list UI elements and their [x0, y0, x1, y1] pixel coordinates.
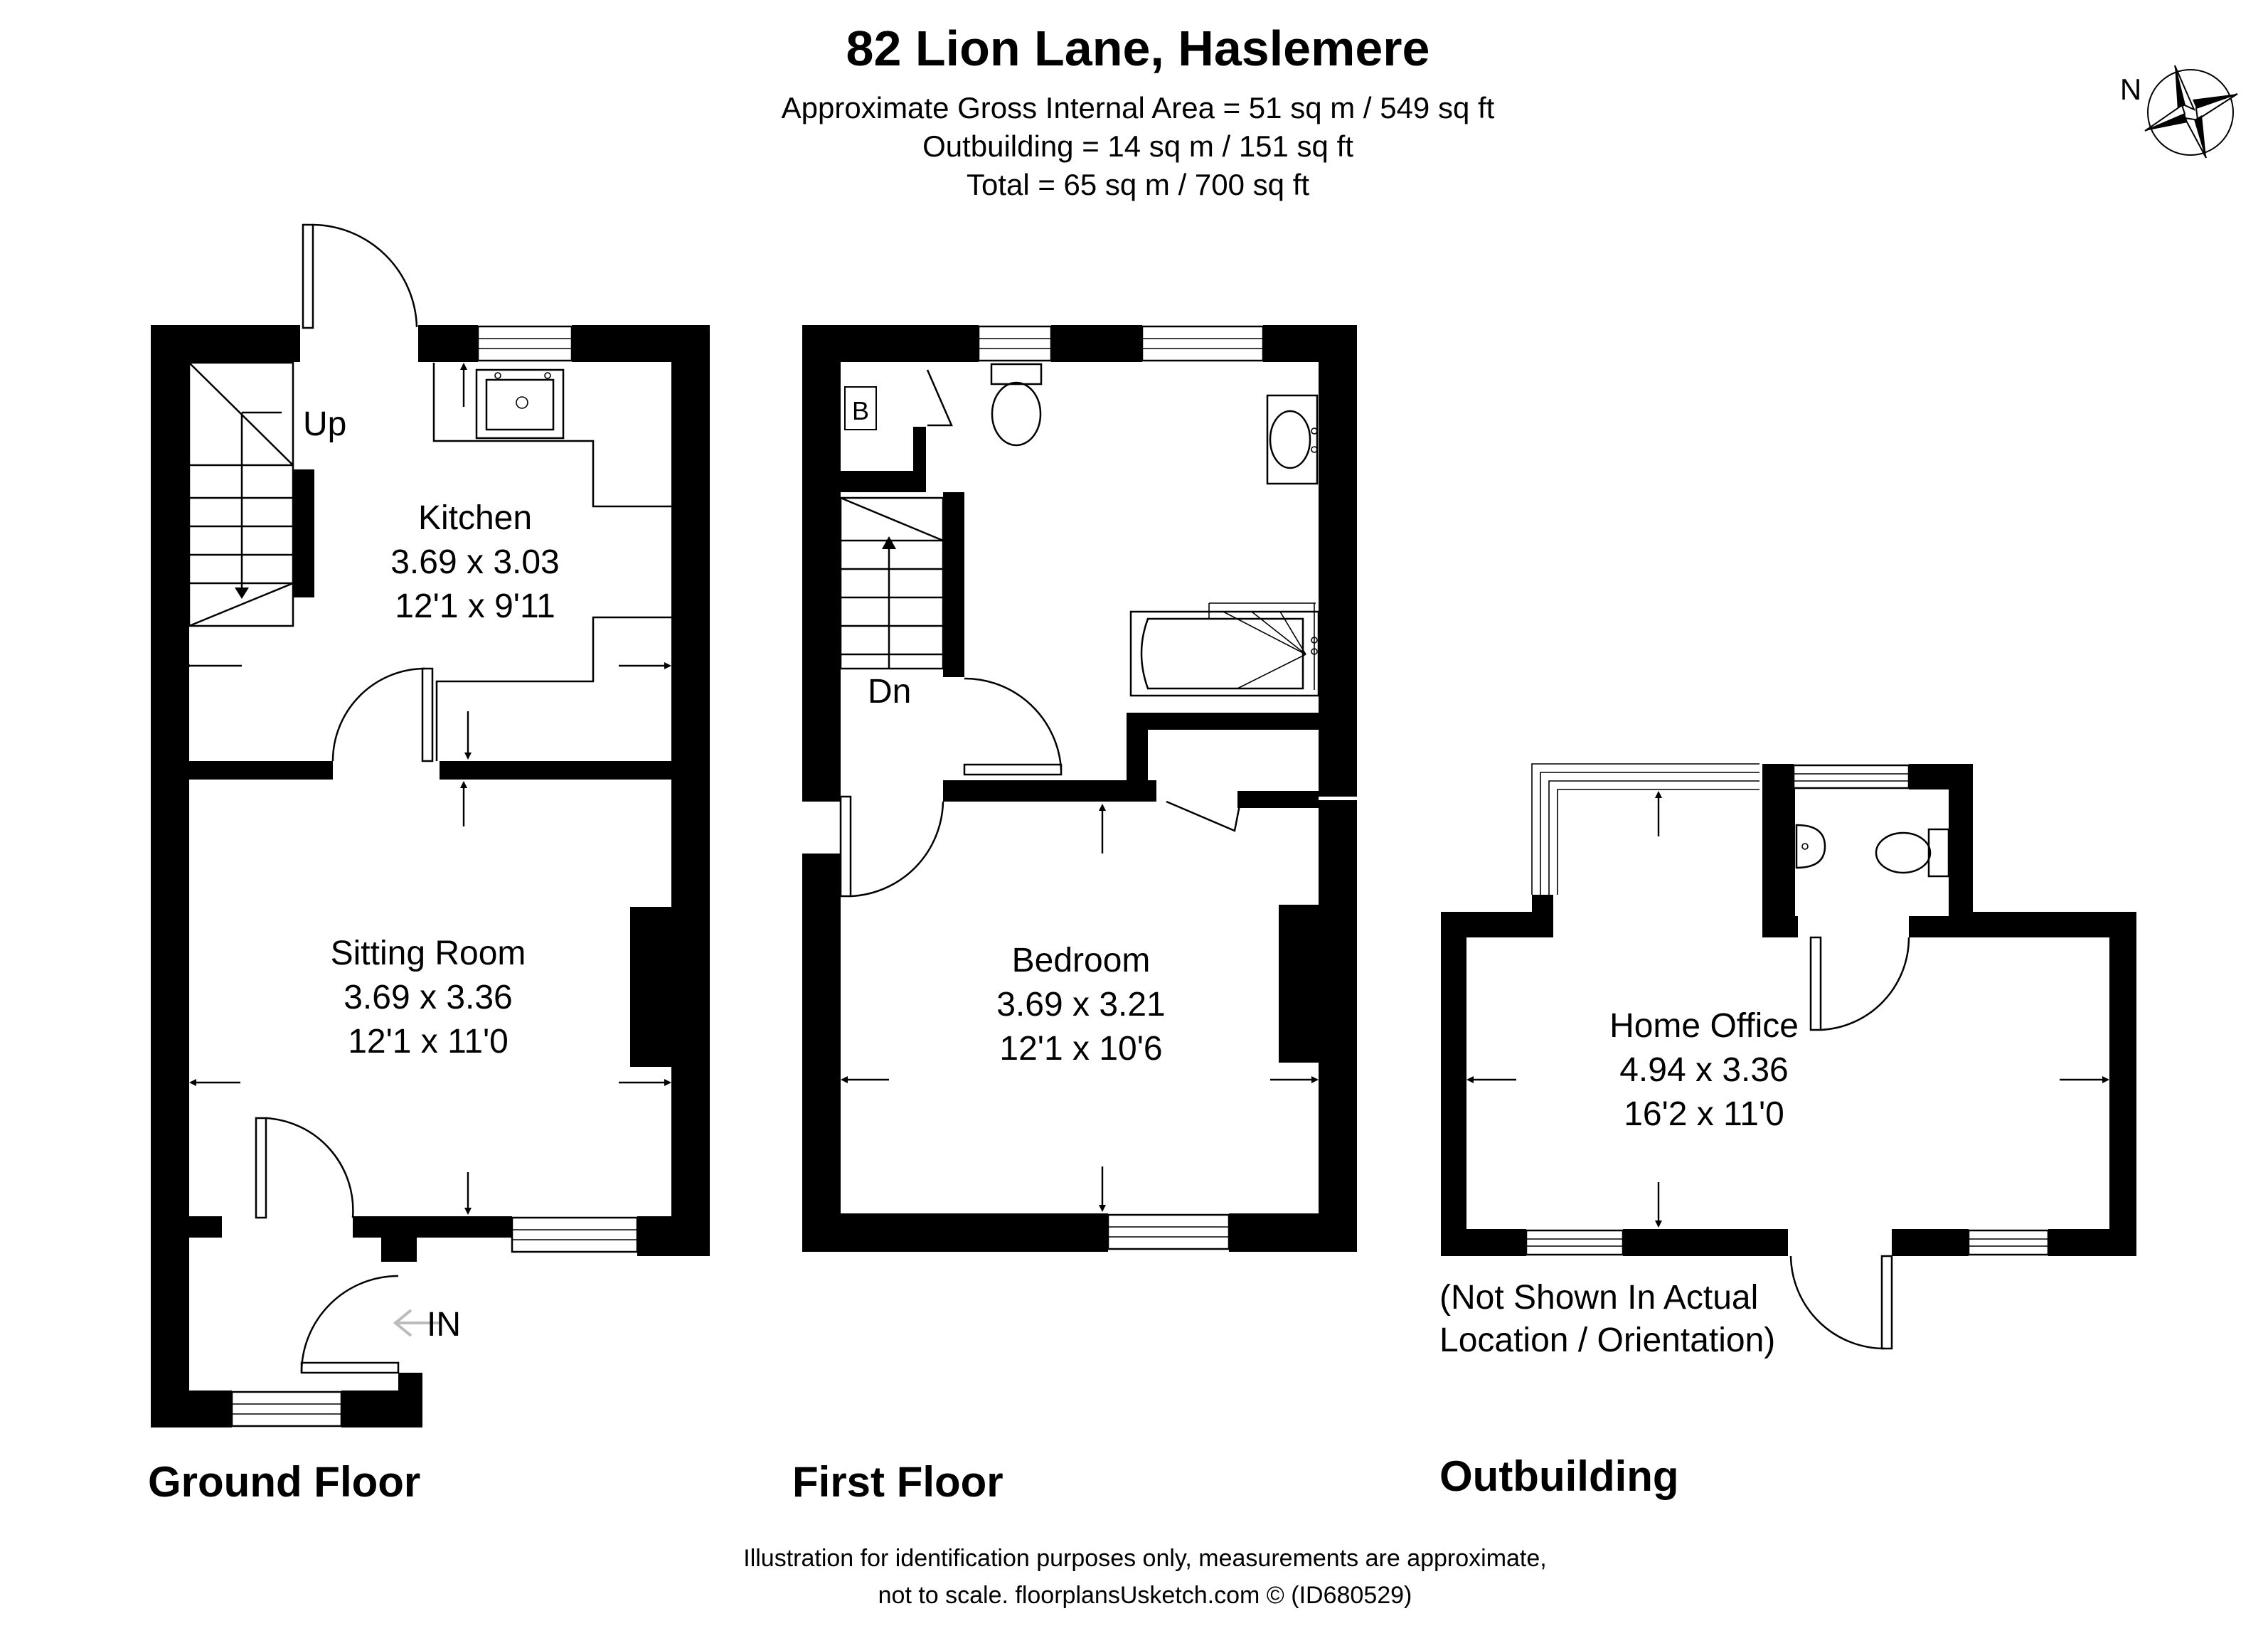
compass-rose-icon [2144, 65, 2238, 159]
stairs-down-label: Dn [868, 673, 911, 711]
sitting-room-imperial: 12'1 x 11'0 [348, 1023, 509, 1060]
disclaimer-line2: not to scale. floorplansUsketch.com © (I… [878, 1582, 1412, 1609]
ground-floor-plan [151, 223, 710, 1427]
first-floor-plan [802, 325, 1357, 1252]
kitchen-metric: 3.69 x 3.03 [390, 543, 560, 581]
first-floor-label: First Floor [792, 1458, 1003, 1506]
bedroom-metric: 3.69 x 3.21 [996, 986, 1166, 1023]
north-label: N [2120, 73, 2141, 106]
home-office-imperial: 16'2 x 11'0 [1624, 1095, 1784, 1133]
home-office-metric: 4.94 x 3.36 [1619, 1051, 1789, 1089]
kitchen-imperial: 12'1 x 9'11 [395, 587, 555, 625]
bedroom-name: Bedroom [1012, 942, 1151, 979]
home-office-name: Home Office [1609, 1007, 1799, 1045]
total-area-text: Total = 65 sq m / 700 sq ft [967, 168, 1309, 201]
outbuilding-label: Outbuilding [1439, 1452, 1679, 1500]
outbuilding-plan [1441, 763, 2136, 1350]
ground-floor-label: Ground Floor [148, 1458, 420, 1506]
boiler-label: B [852, 396, 869, 425]
entrance-label: IN [427, 1306, 461, 1344]
plan-title: 82 Lion Lane, Haslemere [846, 21, 1430, 76]
stairs-up-label: Up [303, 405, 346, 443]
gross-area-text: Approximate Gross Internal Area = 51 sq … [782, 91, 1495, 124]
disclaimer-line1: Illustration for identification purposes… [743, 1545, 1547, 1572]
outbuilding-area-text: Outbuilding = 14 sq m / 151 sq ft [922, 129, 1353, 163]
sitting-room-metric: 3.69 x 3.36 [344, 979, 513, 1016]
sitting-room-name: Sitting Room [331, 935, 526, 972]
outbuilding-note-line2: Location / Orientation) [1439, 1322, 1775, 1359]
kitchen-name: Kitchen [418, 499, 532, 537]
bedroom-imperial: 12'1 x 10'6 [999, 1030, 1162, 1068]
outbuilding-note-line1: (Not Shown In Actual [1439, 1279, 1758, 1317]
